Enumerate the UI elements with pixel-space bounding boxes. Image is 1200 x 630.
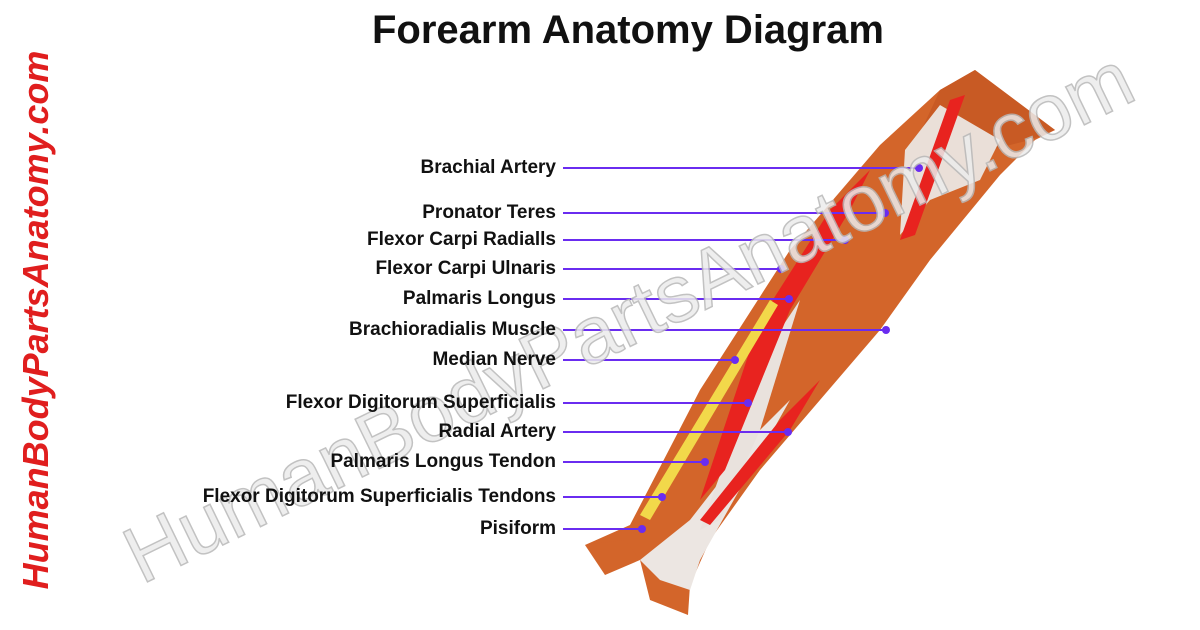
anatomy-label: Pisiform (479, 518, 556, 539)
anatomy-label: Pronator Teres (422, 202, 556, 223)
leader-dot (731, 356, 739, 364)
leader-dot (784, 428, 792, 436)
leader-dot (915, 164, 923, 172)
leader-dot (701, 458, 709, 466)
anatomy-label: Flexor Digitorum Superficialis Tendons (202, 486, 556, 507)
anatomy-label: Flexor Digitorum Superficialis (285, 392, 556, 413)
forearm-muscles (585, 70, 1055, 615)
leader-dot (638, 525, 646, 533)
anatomy-label: Flexor Carpi Radialls (366, 229, 556, 250)
anatomy-label: Radial Artery (438, 421, 556, 442)
anatomy-label: Palmaris Longus Tendon (330, 451, 556, 472)
leader-dot (658, 493, 666, 501)
leader-dot (777, 265, 785, 273)
leader-dot (785, 295, 793, 303)
anatomy-label: Flexor Carpi Ulnaris (375, 258, 556, 279)
arteries (700, 95, 965, 525)
page-title: Forearm Anatomy Diagram (372, 8, 884, 52)
leader-dot (744, 399, 752, 407)
anatomy-label: Palmaris Longus (402, 288, 556, 309)
leader-dot (881, 209, 889, 217)
leader-dot (882, 326, 890, 334)
leader-lines (563, 164, 923, 533)
median-nerve (640, 300, 778, 520)
leader-dot (841, 236, 849, 244)
anatomy-label: Median Nerve (432, 349, 556, 370)
anatomy-label: Brachial Artery (420, 157, 556, 178)
anatomy-label: Brachioradialis Muscle (349, 319, 556, 340)
